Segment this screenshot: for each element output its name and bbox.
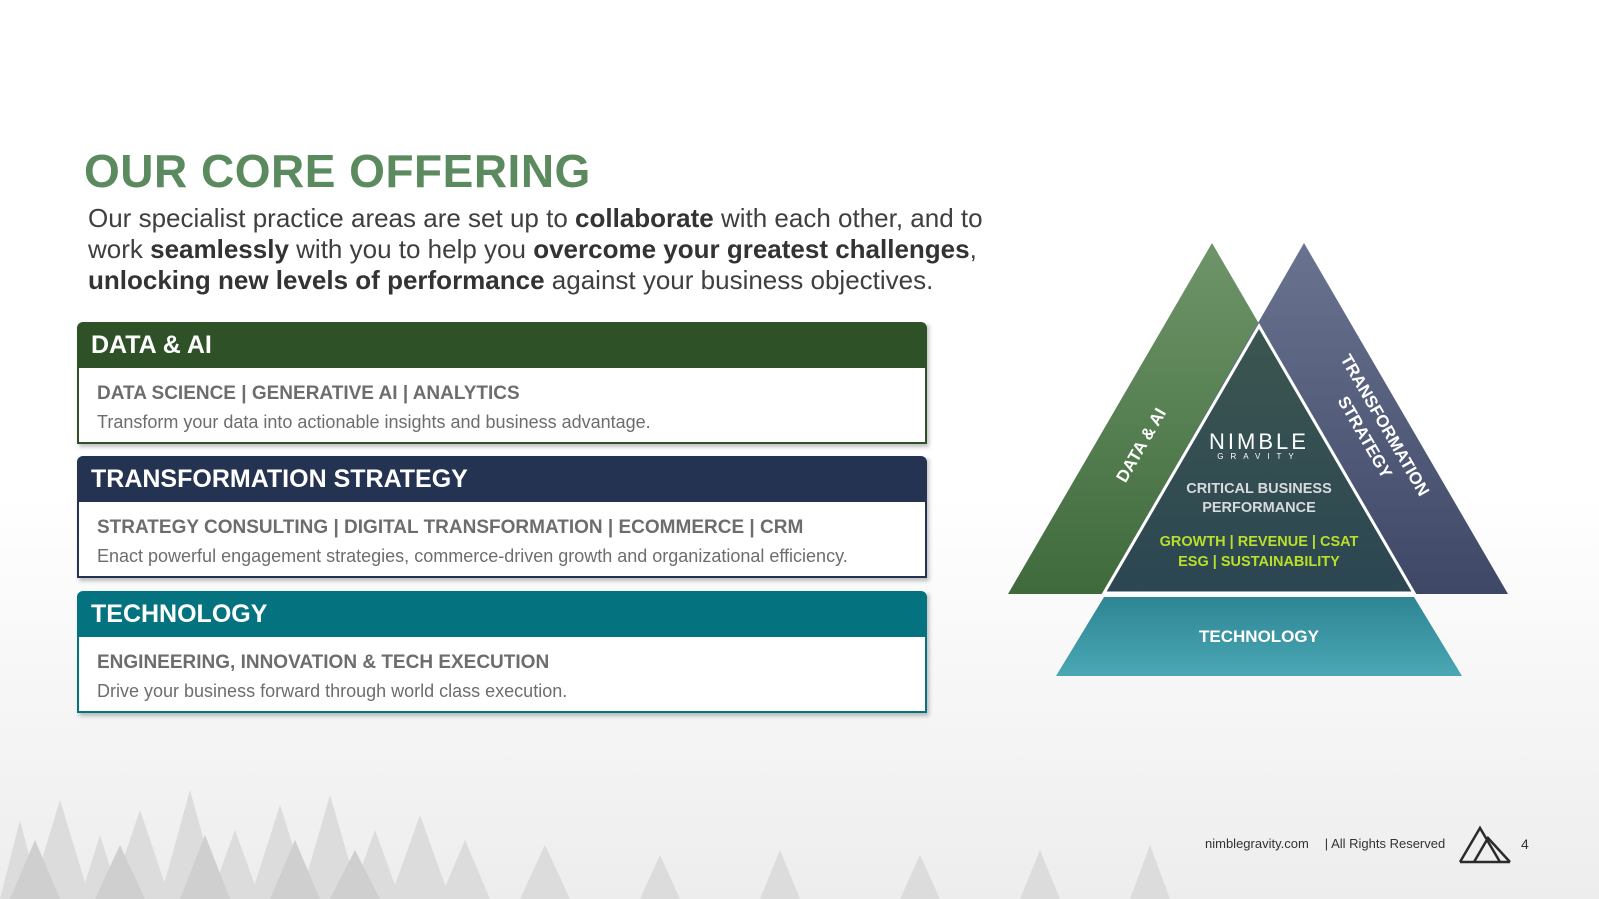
card-description: Transform your data into actionable insi…	[97, 412, 651, 432]
intro-text: with each other, and to work	[88, 203, 983, 264]
card-title: TECHNOLOGY	[77, 591, 927, 637]
pyramid-logo-subtitle: GRAVITY	[1217, 452, 1301, 461]
intro-emphasis: overcome your greatest challenges	[533, 234, 970, 264]
technology-trapezoid	[1056, 597, 1462, 676]
card-body: DATA SCIENCE | GENERATIVE AI | ANALYTICS…	[77, 368, 927, 444]
footer-site-link[interactable]: nimblegravity.com	[1205, 836, 1309, 851]
card-body: ENGINEERING, INNOVATION & TECH EXECUTION…	[77, 637, 927, 713]
intro-emphasis: seamlessly	[150, 234, 289, 264]
footer-text: nimblegravity.com | All Rights Reserved	[1205, 836, 1445, 851]
card-description: Drive your business forward through worl…	[97, 681, 568, 701]
card-subtitle: DATA SCIENCE | GENERATIVE AI | ANALYTICS	[97, 383, 520, 404]
critical-performance-triangle	[1101, 323, 1417, 595]
card-title: DATA & AI	[77, 322, 927, 368]
card-subtitle: STRATEGY CONSULTING | DIGITAL TRANSFORMA…	[97, 517, 804, 538]
offering-pyramid: DATA & AI TRANSFORMATION STRATEGY NIMBLE…	[1008, 243, 1508, 676]
pyramid-center-line2: PERFORMANCE	[1202, 500, 1316, 516]
intro-text: against your business objectives.	[544, 265, 934, 295]
pyramid-center-line1: CRITICAL BUSINESS	[1186, 481, 1332, 497]
card-subtitle: ENGINEERING, INNOVATION & TECH EXECUTION	[97, 652, 550, 673]
pyramid-metrics-line1: GROWTH | REVENUE | CSAT	[1160, 534, 1359, 550]
pyramid-logo-wordmark: NIMBLE	[1209, 429, 1309, 454]
card-title: TRANSFORMATION STRATEGY	[77, 456, 927, 502]
intro-text: Our specialist practice areas are set up…	[88, 203, 576, 233]
card-transformation-strategy: TRANSFORMATION STRATEGY STRATEGY CONSULT…	[77, 456, 927, 578]
intro-text: with you to help you	[288, 234, 534, 264]
card-data-ai: DATA & AI DATA SCIENCE | GENERATIVE AI |…	[77, 322, 927, 444]
pyramid-label-technology: TECHNOLOGY	[1199, 627, 1320, 646]
footer-rights: | All Rights Reserved	[1324, 836, 1446, 851]
pyramid-metrics-line2: ESG | SUSTAINABILITY	[1178, 554, 1340, 570]
intro-text: ,	[969, 234, 977, 264]
card-description: Enact powerful engagement strategies, co…	[97, 546, 848, 566]
slide-title: OUR CORE OFFERING	[84, 145, 591, 197]
intro-emphasis: collaborate	[575, 203, 714, 233]
page-number: 4	[1521, 836, 1529, 852]
intro-emphasis: unlocking new levels of performance	[88, 265, 545, 295]
nimble-gravity-mountain-icon	[1458, 825, 1511, 864]
card-technology: TECHNOLOGY ENGINEERING, INNOVATION & TEC…	[77, 591, 927, 713]
card-body: STRATEGY CONSULTING | DIGITAL TRANSFORMA…	[77, 502, 927, 578]
intro-paragraph: Our specialist practice areas are set up…	[88, 203, 1018, 296]
